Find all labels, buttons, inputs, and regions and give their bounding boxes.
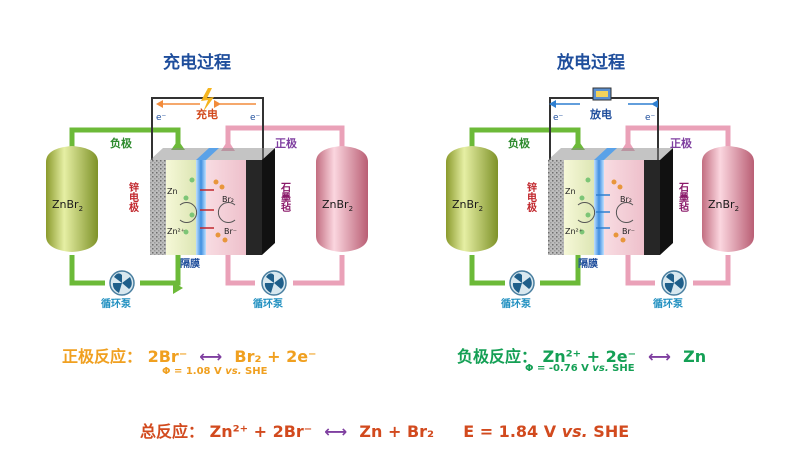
positive-equation: 正极反应： 2Br⁻ ⟷ Br₂ + 2e⁻ [62,343,317,367]
pump-icon [661,270,687,296]
electron-label: e⁻ [156,113,167,123]
negative-equation-right: Zn [683,347,707,366]
positive-tank [316,146,368,252]
electron-label: e⁻ [553,113,564,123]
zn-label: Zn [565,187,576,196]
discharge-diagram [446,87,754,296]
reversible-arrow: ⟷ [324,422,348,441]
pump-label: 循环泵 [253,297,284,310]
negative-equation-left: Zn²⁺ + 2e⁻ [542,347,637,366]
br-ion-label: Br⁻ [622,227,635,236]
electron-label: e⁻ [250,113,261,123]
charge-diagram [46,88,368,296]
total-vs: vs. [561,422,588,441]
graphite-felt-label: 石墨毡 [279,182,292,212]
positive-equation-right: Br₂ + 2e⁻ [234,347,317,366]
zinc-electrode-label: 锌电极 [525,181,537,213]
positive-equation-label: 正极反应： [62,347,143,366]
br-ion-label: Br⁻ [224,227,237,236]
reversible-arrow: ⟷ [199,347,223,366]
zn-ion-label: Zn²⁺ [565,227,583,236]
total-voltage: E = 1.84 V [463,422,557,441]
discharge-word: 放电 [589,107,612,121]
zn-label: Zn [167,187,178,196]
total-equation-label: 总反应： [140,422,205,441]
negative-equation-label: 负极反应： [457,347,538,366]
positive-equation-left: 2Br⁻ [147,347,188,366]
membrane [196,160,206,255]
pump-icon [261,270,287,296]
positive-label: 正极 [275,136,298,150]
reversible-arrow: ⟷ [648,347,672,366]
tank-label: ZnBr2 [452,198,483,213]
negative-tank [46,146,98,252]
pump-icon [509,270,535,296]
tank-label: ZnBr2 [322,198,353,213]
membrane-label: 隔膜 [180,257,200,270]
charge-title: 充电过程 [163,53,231,73]
negative-label: 负极 [110,136,133,150]
total-equation-left: Zn²⁺ + 2Br⁻ [209,422,313,441]
tank-label: ZnBr2 [708,198,739,213]
total-equation-right: Zn + Br₂ [359,422,435,441]
positive-potential: Φ = 1.08 V vs. SHE [162,366,268,377]
negative-equation: 负极反应： Zn²⁺ + 2e⁻ ⟷ Zn [457,343,706,367]
charge-word: 充电 [196,107,218,121]
negative-label: 负极 [508,136,531,150]
total-equation: 总反应： Zn²⁺ + 2Br⁻ ⟷ Zn + Br₂ E = 1.84 V v… [140,418,629,442]
negative-potential: Φ = -0.76 V vs. SHE [525,363,635,374]
graphite-plate [246,160,262,255]
pump-label: 循环泵 [501,297,532,310]
zn-ion-label: Zn²⁺ [167,227,185,236]
zinc-electrode-label: 锌电极 [127,181,139,213]
pump-label: 循环泵 [101,297,132,310]
br2-label: Br₂ [222,195,234,204]
positive-label: 正极 [670,136,693,150]
zinc-plate [150,160,166,255]
total-ref: SHE [593,422,630,441]
electron-label: e⁻ [645,113,656,123]
monitor-icon [592,87,612,101]
pump-icon [109,270,135,296]
pump-label: 循环泵 [653,297,684,310]
lightning-icon [201,88,214,112]
graphite-felt-label: 石墨毡 [677,182,690,212]
discharge-title: 放电过程 [557,53,625,73]
tank-label: ZnBr2 [52,198,83,213]
membrane-label: 隔膜 [578,257,598,270]
br2-label: Br₂ [620,195,632,204]
